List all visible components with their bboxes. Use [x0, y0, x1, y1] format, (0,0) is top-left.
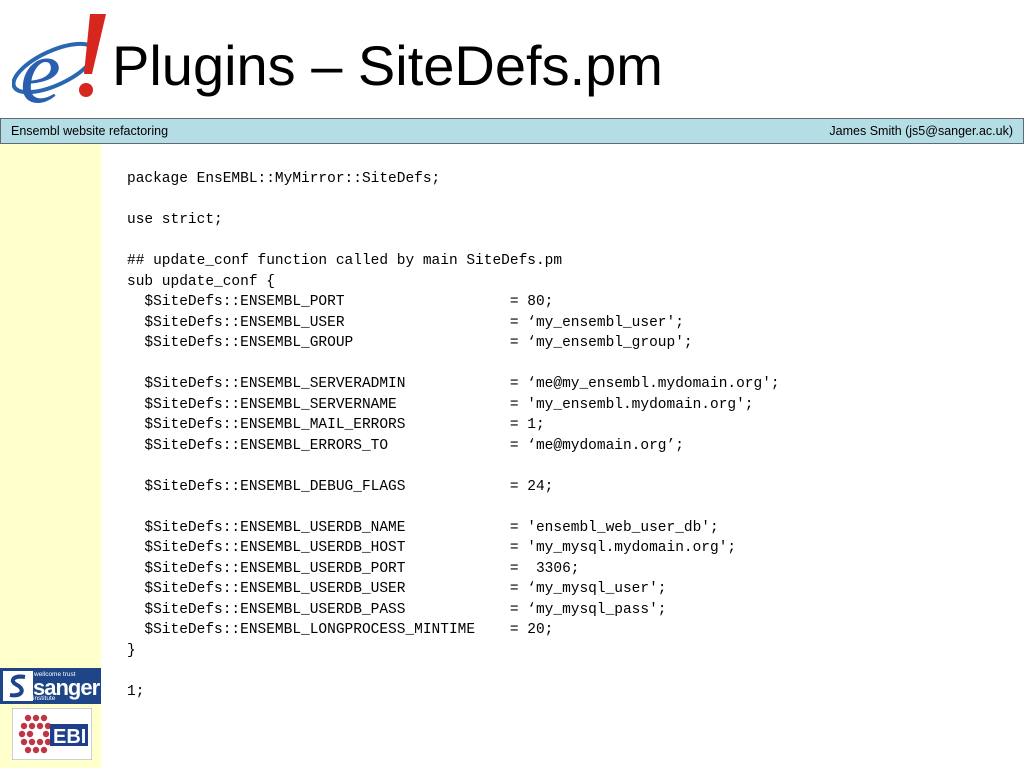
banner-right-text: James Smith (js5@sanger.ac.uk)	[829, 124, 1013, 138]
svg-text:e: e	[20, 20, 61, 106]
code-line: $SiteDefs::ENSEMBL_DEBUG_FLAGS = 24;	[127, 478, 554, 495]
code-line: $SiteDefs::ENSEMBL_LONGPROCESS_MINTIME =…	[127, 622, 554, 638]
code-line: ## update_conf function called by main S…	[127, 253, 563, 269]
code-line: $SiteDefs::ENSEMBL_PORT = 80;	[127, 294, 554, 310]
code-line: $SiteDefs::ENSEMBL_MAIL_ERRORS = 1;	[127, 417, 545, 433]
code-line: 1;	[127, 683, 145, 700]
ebi-logo: EBI	[11, 707, 93, 761]
code-line: use strict;	[127, 212, 223, 228]
code-line: $SiteDefs::ENSEMBL_GROUP = ‘my_ensembl_g…	[127, 335, 693, 351]
code-line	[127, 354, 780, 375]
code-line	[127, 190, 780, 211]
ebi-logo-text: EBI	[53, 726, 86, 748]
code-line: sub update_conf {	[127, 273, 275, 290]
code-line	[127, 456, 780, 477]
code-line: $SiteDefs::ENSEMBL_USERDB_NAME = 'ensemb…	[127, 519, 719, 536]
code-line: $SiteDefs::ENSEMBL_USERDB_PASS = ‘my_mys…	[127, 601, 667, 618]
sanger-logo-small-text: wellcome trust	[34, 671, 76, 678]
code-line: $SiteDefs::ENSEMBL_USER = ‘my_ensembl_us…	[127, 314, 684, 331]
code-line: $SiteDefs::ENSEMBL_ERRORS_TO = ‘me@mydom…	[127, 437, 684, 454]
code-line	[127, 661, 780, 682]
sanger-logo-sub-text: institute	[33, 695, 56, 702]
sidebar	[0, 144, 101, 768]
ensembl-logo: e	[11, 10, 116, 122]
code-line	[127, 231, 780, 252]
sanger-logo-text: sanger	[33, 675, 100, 700]
code-line: $SiteDefs::ENSEMBL_SERVERNAME = 'my_ense…	[127, 396, 754, 413]
slide-title: Plugins – SiteDefs.pm	[112, 34, 663, 97]
code-line: $SiteDefs::ENSEMBL_SERVERADMIN = ‘me@my_…	[127, 376, 780, 392]
code-block: package EnsEMBL::MyMirror::SiteDefs;use …	[127, 169, 780, 702]
banner-left-text: Ensembl website refactoring	[11, 124, 169, 138]
sanger-logo: wellcome trust sanger institute	[0, 668, 101, 704]
code-line: $SiteDefs::ENSEMBL_USERDB_HOST = 'my_mys…	[127, 540, 737, 556]
sanger-emblem-icon	[3, 671, 33, 701]
code-line: $SiteDefs::ENSEMBL_USERDB_USER = ‘my_mys…	[127, 581, 667, 597]
code-line	[127, 497, 780, 518]
code-line: package EnsEMBL::MyMirror::SiteDefs;	[127, 171, 441, 187]
code-line: $SiteDefs::ENSEMBL_USERDB_PORT = 3306;	[127, 560, 580, 577]
code-line: }	[127, 642, 136, 659]
ebi-logo-icon: EBI	[11, 707, 93, 761]
header-banner: Ensembl website refactoring James Smith …	[0, 118, 1024, 144]
ensembl-e-logo-icon: e	[11, 14, 106, 122]
